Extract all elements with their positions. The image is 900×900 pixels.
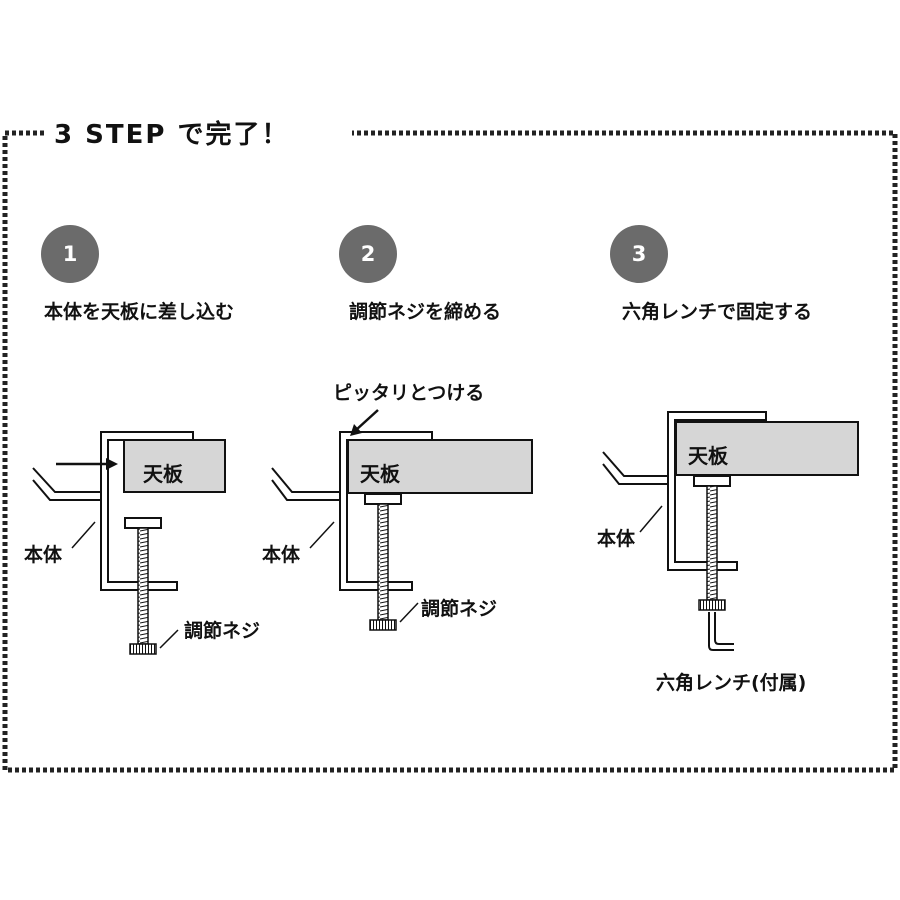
clamp-body — [100, 431, 194, 591]
step-2-board-label: 天板 — [360, 462, 400, 486]
clamp-hook — [602, 451, 668, 485]
step-1-screw-label: 調節ネジ — [184, 620, 261, 642]
step-2-screw-label: 調節ネジ — [421, 598, 498, 620]
step-3-wrench-label: 六角レンチ(付属) — [656, 672, 807, 694]
clamp-body — [339, 431, 433, 591]
tabletop-board — [123, 439, 226, 493]
step-1-badge: 1 — [41, 225, 99, 283]
hex-wrench — [708, 612, 734, 651]
tabletop-board — [347, 439, 533, 494]
step-2-label: 調節ネジを締める — [349, 301, 502, 323]
page-title: 3 STEP で完了！ — [48, 114, 296, 151]
clamp-hook — [32, 467, 101, 501]
clamp-body — [667, 411, 767, 571]
step-2-badge: 2 — [339, 225, 397, 283]
step-3-badge: 3 — [610, 225, 668, 283]
screw-shaft — [706, 485, 718, 601]
step-2-body-label: 本体 — [262, 544, 301, 566]
screw-knob — [369, 619, 397, 631]
tabletop-board — [675, 421, 859, 476]
step-2-callout: ピッタリとつける — [333, 382, 485, 404]
screw-knob — [698, 599, 726, 611]
step-1-board-label: 天板 — [143, 462, 183, 486]
step-3-board-label: 天板 — [688, 444, 728, 468]
screw-knob — [129, 643, 157, 655]
step-3-body-label: 本体 — [597, 528, 636, 550]
step-1-label: 本体を天板に差し込む — [44, 301, 235, 323]
callout-arrow — [355, 409, 379, 431]
step-3-label: 六角レンチで固定する — [622, 301, 813, 323]
clamp-hook — [271, 467, 340, 501]
step-1-body-label: 本体 — [24, 544, 63, 566]
screw-pad — [693, 475, 731, 487]
